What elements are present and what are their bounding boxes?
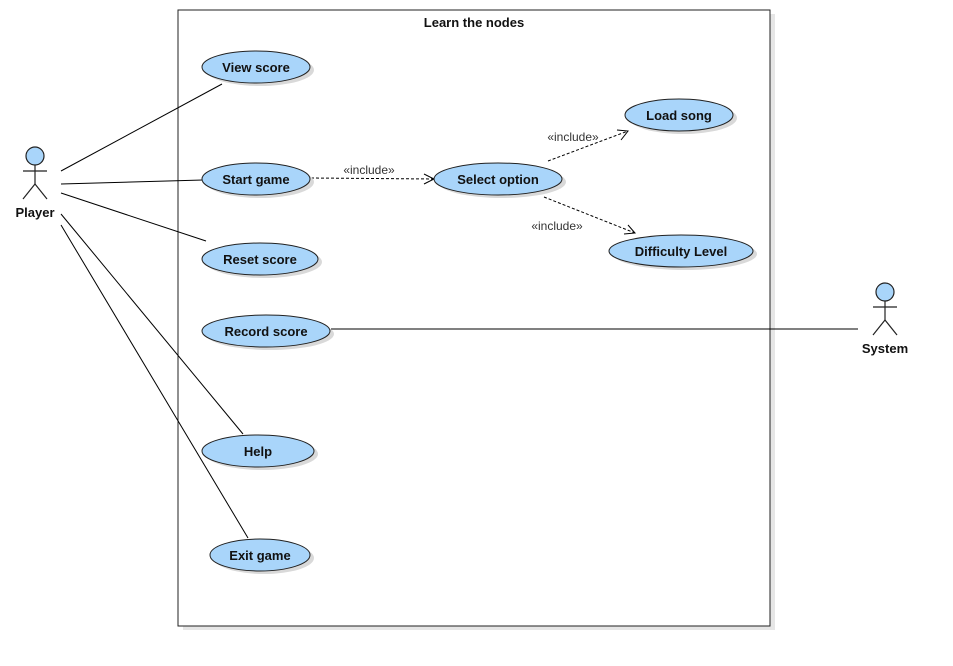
- use-case-start-game[interactable]: Start game: [201, 162, 314, 198]
- actor-player[interactable]: Player: [15, 146, 55, 220]
- assoc-player-reset-score: [60, 192, 207, 242]
- use-case-label: Reset score: [223, 252, 297, 267]
- actor-left-leg: [872, 319, 886, 336]
- use-case-view-score[interactable]: View score: [201, 50, 314, 86]
- actor-label: Player: [15, 205, 54, 220]
- actor-system[interactable]: System: [862, 282, 908, 356]
- include-line: [310, 177, 435, 180]
- include-label: «include»: [547, 130, 599, 144]
- include-select-difficulty: «include»: [531, 196, 637, 235]
- use-case-label: View score: [222, 60, 290, 75]
- include-label: «include»: [343, 163, 395, 177]
- actor-right-leg: [34, 183, 48, 200]
- assoc-player-help: [60, 213, 244, 435]
- use-case-help[interactable]: Help: [201, 434, 318, 470]
- actor-left-leg: [22, 183, 36, 200]
- actor-right-leg: [884, 319, 898, 336]
- system-title: Learn the nodes: [424, 15, 524, 30]
- include-label: «include»: [531, 219, 583, 233]
- include-select-load: «include»: [547, 129, 629, 162]
- actor-head: [875, 282, 895, 302]
- include-line: [543, 196, 636, 234]
- include-arrowhead: [616, 129, 629, 141]
- use-case-label: Help: [244, 444, 272, 459]
- actor-label: System: [862, 341, 908, 356]
- use-case-label: Record score: [224, 324, 307, 339]
- assoc-player-view-score: [60, 83, 223, 172]
- use-case-exit-game[interactable]: Exit game: [209, 538, 314, 574]
- use-case-label: Start game: [222, 172, 289, 187]
- use-case-select-option[interactable]: Select option: [433, 162, 566, 198]
- assoc-player-start-game: [60, 179, 204, 185]
- use-case-label: Difficulty Level: [635, 244, 727, 259]
- assoc-player-exit-game: [60, 224, 249, 539]
- use-case-label: Select option: [457, 172, 539, 187]
- use-case-label: Exit game: [229, 548, 290, 563]
- include-arrowhead: [623, 224, 637, 235]
- use-case-label: Load song: [646, 108, 712, 123]
- use-case-record-score[interactable]: Record score: [201, 314, 334, 350]
- include-line: [547, 130, 629, 162]
- use-case-difficulty-level[interactable]: Difficulty Level: [608, 234, 757, 270]
- actor-head: [25, 146, 45, 166]
- use-case-load-song[interactable]: Load song: [624, 98, 737, 134]
- use-case-reset-score[interactable]: Reset score: [201, 242, 322, 278]
